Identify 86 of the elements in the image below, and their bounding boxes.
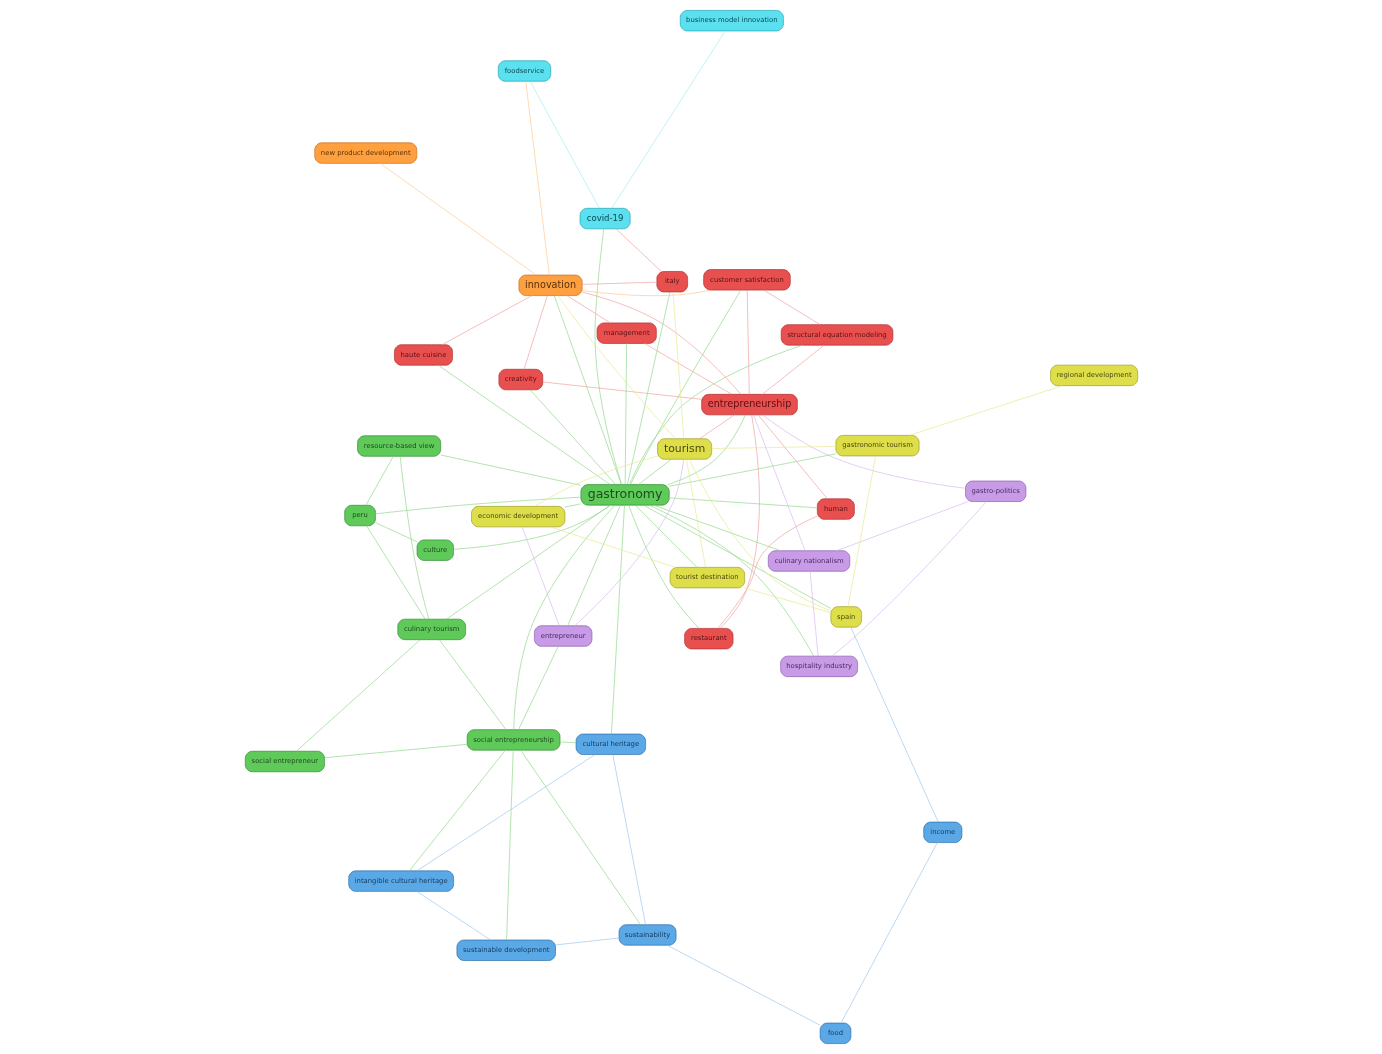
node-box: tourism	[656, 438, 712, 460]
connector	[642, 504, 831, 609]
connector	[847, 455, 876, 607]
connector	[666, 944, 820, 1026]
connector	[763, 289, 820, 325]
connector	[517, 646, 559, 730]
connector	[512, 504, 615, 730]
connector	[698, 414, 735, 439]
connector	[553, 295, 622, 485]
connector	[519, 750, 641, 925]
connector	[809, 570, 818, 657]
connector	[379, 163, 537, 276]
connector	[668, 453, 836, 487]
connector	[323, 743, 467, 759]
connector	[574, 458, 684, 627]
connector	[408, 749, 506, 872]
connector	[840, 842, 938, 1024]
connector	[688, 459, 831, 612]
connector	[668, 497, 818, 509]
connector	[365, 455, 394, 506]
connector	[610, 504, 625, 735]
connector	[529, 389, 616, 485]
connector	[581, 281, 657, 285]
connector	[908, 385, 1063, 436]
connector	[612, 754, 646, 925]
connector	[440, 454, 581, 486]
connector	[615, 228, 662, 272]
connector	[529, 81, 600, 209]
connector	[719, 414, 760, 629]
connector	[666, 414, 746, 485]
connector	[559, 741, 576, 744]
connector	[533, 455, 658, 507]
connector	[761, 344, 824, 395]
connector	[416, 891, 491, 941]
connector	[672, 291, 684, 439]
connector	[365, 525, 426, 620]
connector	[557, 295, 676, 439]
connector	[295, 639, 421, 752]
connector	[831, 501, 987, 657]
connector	[629, 289, 741, 485]
connector	[505, 749, 514, 941]
connector	[624, 343, 627, 485]
connector	[521, 526, 560, 626]
connector	[594, 228, 622, 485]
connector	[564, 503, 581, 508]
connector	[566, 295, 611, 324]
connector	[742, 587, 831, 613]
connector	[549, 526, 676, 568]
connector	[399, 456, 429, 620]
connector	[374, 496, 581, 515]
connector	[757, 414, 828, 500]
connector	[637, 458, 672, 485]
connector	[374, 522, 417, 543]
node-box: entrepreneurship	[700, 394, 798, 416]
connector	[752, 414, 805, 552]
connector	[554, 937, 619, 946]
node-box: covid-19	[579, 207, 630, 230]
connector	[524, 81, 550, 276]
connector	[628, 344, 803, 485]
connector	[850, 626, 938, 823]
connector	[441, 295, 532, 346]
connector	[652, 504, 781, 552]
node-box: gastronomy	[580, 484, 670, 506]
connector	[685, 458, 706, 568]
node-box: innovation	[518, 274, 583, 296]
connector	[566, 504, 621, 626]
connector	[542, 381, 702, 400]
connector	[746, 289, 750, 395]
connector	[445, 504, 611, 620]
connector	[835, 501, 968, 552]
connector	[581, 289, 711, 297]
connector	[416, 754, 595, 872]
connector	[437, 364, 611, 485]
connector	[634, 504, 697, 568]
connector	[761, 414, 966, 489]
connector	[717, 515, 818, 629]
connector	[627, 504, 699, 629]
connector	[452, 504, 611, 550]
connector	[626, 291, 670, 485]
connector	[438, 639, 506, 730]
connector	[648, 504, 814, 657]
connector	[581, 291, 741, 395]
connector	[643, 343, 732, 395]
connector	[711, 446, 836, 449]
connector	[610, 30, 726, 209]
connector	[523, 295, 548, 370]
